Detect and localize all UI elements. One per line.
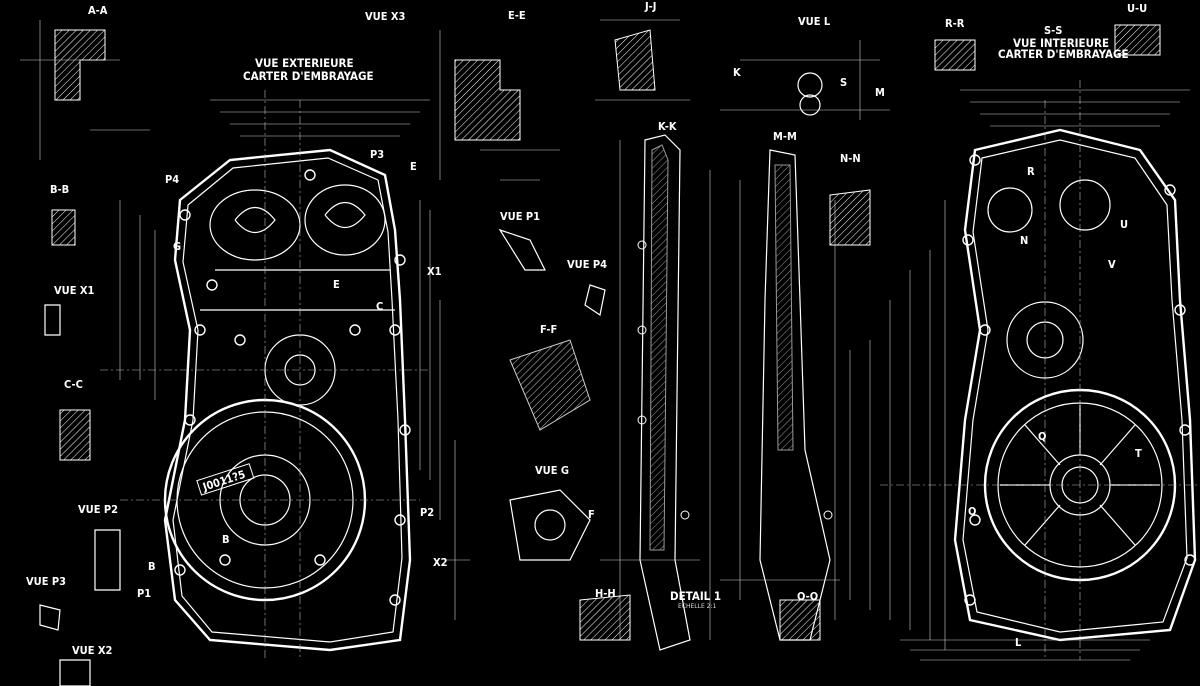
marker-u: U — [1120, 218, 1128, 231]
marker-x2: X2 — [433, 556, 448, 569]
marker-v: V — [1108, 258, 1116, 271]
label-detail-1-scale: ECHELLE 2:1 — [678, 603, 717, 610]
label-section-bb: B-B — [50, 183, 69, 196]
marker-p2: P2 — [420, 506, 434, 519]
label-view-x2: VUE X2 — [72, 644, 113, 657]
label-section-aa: A-A — [88, 4, 108, 17]
label-section-uu: U-U — [1127, 2, 1147, 15]
marker-f: F — [588, 508, 595, 521]
label-section-ss: S-S — [1044, 24, 1062, 37]
marker-q: Q — [1038, 430, 1046, 443]
label-section-rr: R-R — [945, 17, 965, 30]
label-section-ee: E-E — [508, 9, 526, 22]
label-view-x1: VUE X1 — [54, 284, 95, 297]
part-number-tag: J0011?5 — [196, 463, 255, 496]
title-exterior-line2: CARTER D'EMBRAYAGE — [243, 69, 374, 83]
marker-r: R — [1027, 165, 1035, 178]
marker-g: G — [173, 240, 181, 253]
label-view-x3: VUE X3 — [365, 10, 406, 23]
small-detail-views — [20, 19, 1161, 686]
label-view-p2: VUE P2 — [78, 503, 118, 516]
marker-e: E — [410, 160, 417, 173]
marker-o: O — [968, 505, 976, 518]
marker-l: L — [1015, 636, 1022, 649]
marker-b: B — [148, 560, 156, 573]
marker-e-inner: E — [333, 278, 340, 291]
marker-n: N — [1020, 234, 1028, 247]
marker-m: M — [875, 86, 885, 99]
view-markers: P4 P3 E G X1 C E P2 X2 P1 B B F S K M L … — [137, 66, 1142, 649]
title-interior-line1: VUE INTERIEURE — [1013, 36, 1109, 50]
label-section-cc: C-C — [64, 378, 83, 391]
marker-b-inner: B — [222, 533, 230, 546]
marker-p1: P1 — [137, 587, 151, 600]
label-view-p4: VUE P4 — [567, 258, 607, 271]
marker-p4: P4 — [165, 173, 179, 186]
marker-t: T — [1135, 447, 1142, 460]
title-interior-line2: CARTER D'EMBRAYAGE — [998, 47, 1129, 61]
label-section-hh: H-H — [595, 587, 616, 600]
title-exterior-line1: VUE EXTERIEURE — [255, 56, 354, 70]
label-section-kk: K-K — [658, 120, 677, 133]
label-section-nn: N-N — [840, 152, 861, 165]
marker-k: K — [733, 66, 741, 79]
exterior-housing-view: J0011?5 — [100, 90, 470, 660]
section-kk-mm — [600, 134, 840, 651]
label-section-oo: O-O — [797, 590, 818, 603]
label-section-mm: M-M — [773, 130, 797, 143]
marker-c: C — [376, 300, 383, 313]
interior-housing-view — [849, 80, 1200, 661]
marker-s: S — [840, 76, 847, 89]
label-view-p1: VUE P1 — [500, 210, 540, 223]
label-view-p3: VUE P3 — [26, 575, 66, 588]
label-section-jj: J-J — [644, 0, 656, 13]
label-view-g: VUE G — [535, 464, 569, 477]
label-view-l: VUE L — [798, 15, 831, 28]
marker-p3: P3 — [370, 148, 384, 161]
section-labels: A-A VUE X3 E-E J-J VUE L R-R S-S U-U VUE… — [26, 0, 1147, 657]
marker-x1: X1 — [427, 265, 442, 278]
label-detail-1: DETAIL 1 — [670, 589, 721, 603]
label-section-ff: F-F — [540, 323, 557, 336]
